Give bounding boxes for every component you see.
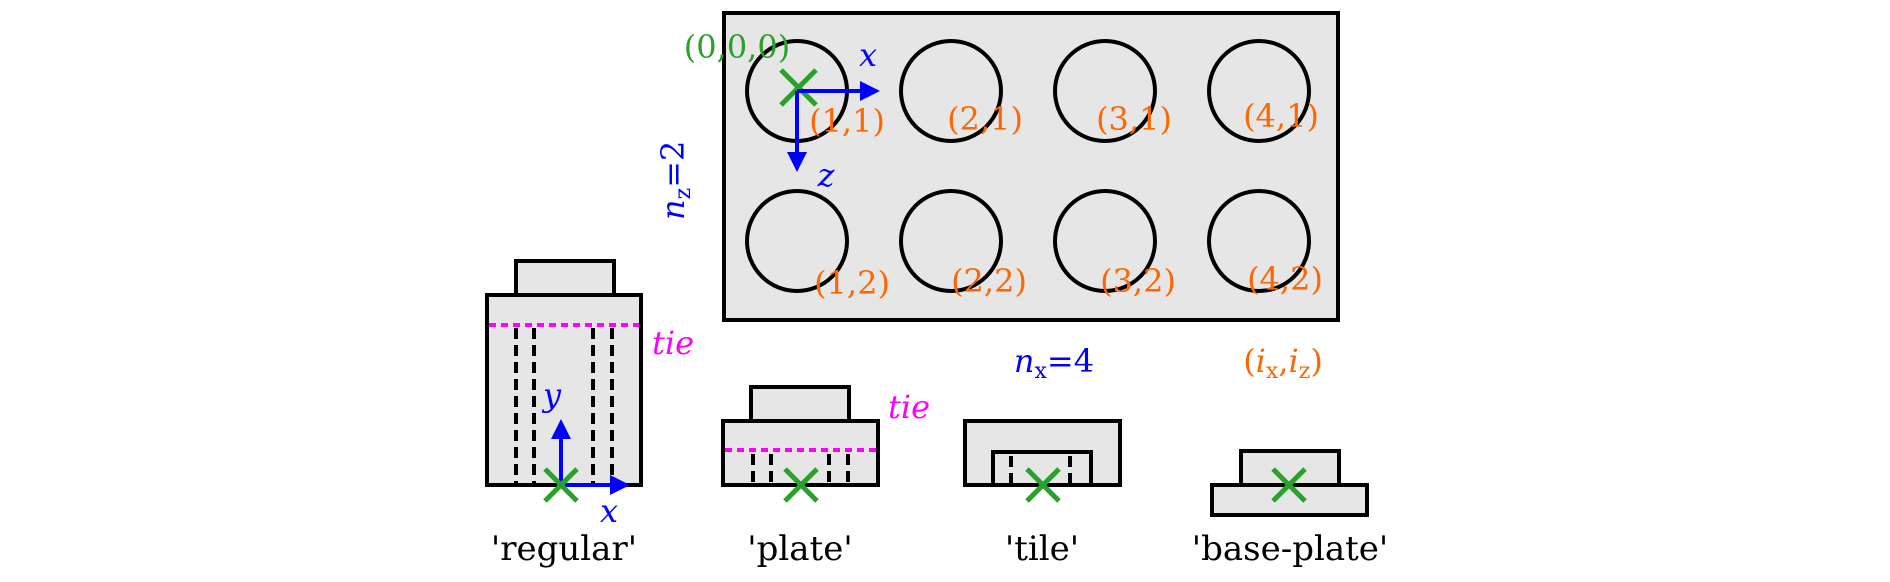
stud-label-3-1: (3,1)	[1096, 100, 1172, 138]
stud-label-1-1: (1,1)	[809, 102, 885, 140]
side-view-plate: tie 'plate'	[721, 385, 930, 569]
stud-2-1	[899, 39, 1003, 143]
tile-underside-outline	[991, 450, 1093, 483]
plate-origin-marker	[783, 467, 819, 503]
top-view-x-axis-label: x	[859, 36, 877, 74]
nx-label: nx=4	[1014, 342, 1094, 384]
index-legend-i2: i	[1289, 342, 1299, 380]
regular-stud	[514, 259, 616, 299]
stud-label-3-2: (3,2)	[1100, 262, 1176, 300]
stud-2-2	[899, 189, 1003, 293]
regular-y-axis-label: y	[541, 376, 562, 414]
nz-variable: n	[654, 199, 692, 220]
stud-3-2	[1053, 189, 1157, 293]
base-plate-origin-marker	[1271, 467, 1307, 503]
nz-label: nz=2	[654, 141, 696, 220]
top-view-plate	[722, 11, 1340, 322]
index-legend: (ix,iz)	[1243, 342, 1323, 384]
side-view-tile: 'tile'	[963, 419, 1122, 569]
regular-x-axis-label: x	[600, 492, 618, 530]
caption-base-plate: 'base-plate'	[1192, 529, 1388, 569]
index-legend-i1: i	[1256, 342, 1266, 380]
base-plate-stud	[1239, 449, 1341, 488]
origin-label: (0,0,0)	[684, 28, 790, 66]
regular-tie-label: tie	[652, 324, 694, 362]
stud-label-1-2: (1,2)	[814, 264, 890, 302]
stud-1-2	[745, 189, 849, 293]
stud-label-2-1: (2,1)	[947, 100, 1023, 138]
stud-3-1	[1053, 39, 1157, 143]
regular-origin-marker	[543, 467, 579, 503]
nx-subscript: x	[1035, 359, 1048, 384]
nz-subscript: z	[671, 188, 696, 200]
regular-tube-lines	[514, 328, 614, 483]
index-legend-open: (	[1243, 342, 1255, 380]
stud-4-1	[1207, 39, 1311, 143]
index-legend-sub1: x	[1266, 359, 1279, 384]
stud-label-4-2: (4,2)	[1247, 260, 1323, 298]
nx-variable: n	[1014, 342, 1035, 380]
top-view-origin-marker	[779, 68, 818, 107]
plate-body	[721, 419, 880, 487]
plate-tie-label: tie	[888, 388, 930, 426]
stud-label-4-1: (4,1)	[1243, 97, 1319, 135]
tile-origin-marker	[1025, 467, 1061, 503]
side-view-regular: tie y x 'regular'	[485, 259, 694, 569]
plate-stud	[749, 385, 851, 424]
nz-value: =2	[654, 141, 692, 188]
caption-plate: 'plate'	[747, 529, 852, 569]
index-legend-sub2: z	[1299, 359, 1311, 384]
caption-tile: 'tile'	[1005, 529, 1079, 569]
base-plate-body	[1210, 483, 1369, 517]
stud-4-2	[1207, 189, 1311, 293]
index-legend-comma: ,	[1278, 342, 1288, 380]
caption-regular: 'regular'	[491, 529, 637, 569]
nx-value: =4	[1047, 342, 1094, 380]
stud-label-2-2: (2,2)	[951, 262, 1027, 300]
plate-tube-lines	[751, 454, 850, 483]
side-view-base-plate: 'base-plate'	[1192, 449, 1388, 569]
tile-tube-lines	[1009, 456, 1072, 483]
index-legend-close: )	[1310, 342, 1322, 380]
top-view: (1,1) (2,1) (3,1) (4,1) (1,2) (2,2) (3,2…	[654, 11, 1340, 384]
top-view-z-axis-label: z	[817, 156, 836, 194]
